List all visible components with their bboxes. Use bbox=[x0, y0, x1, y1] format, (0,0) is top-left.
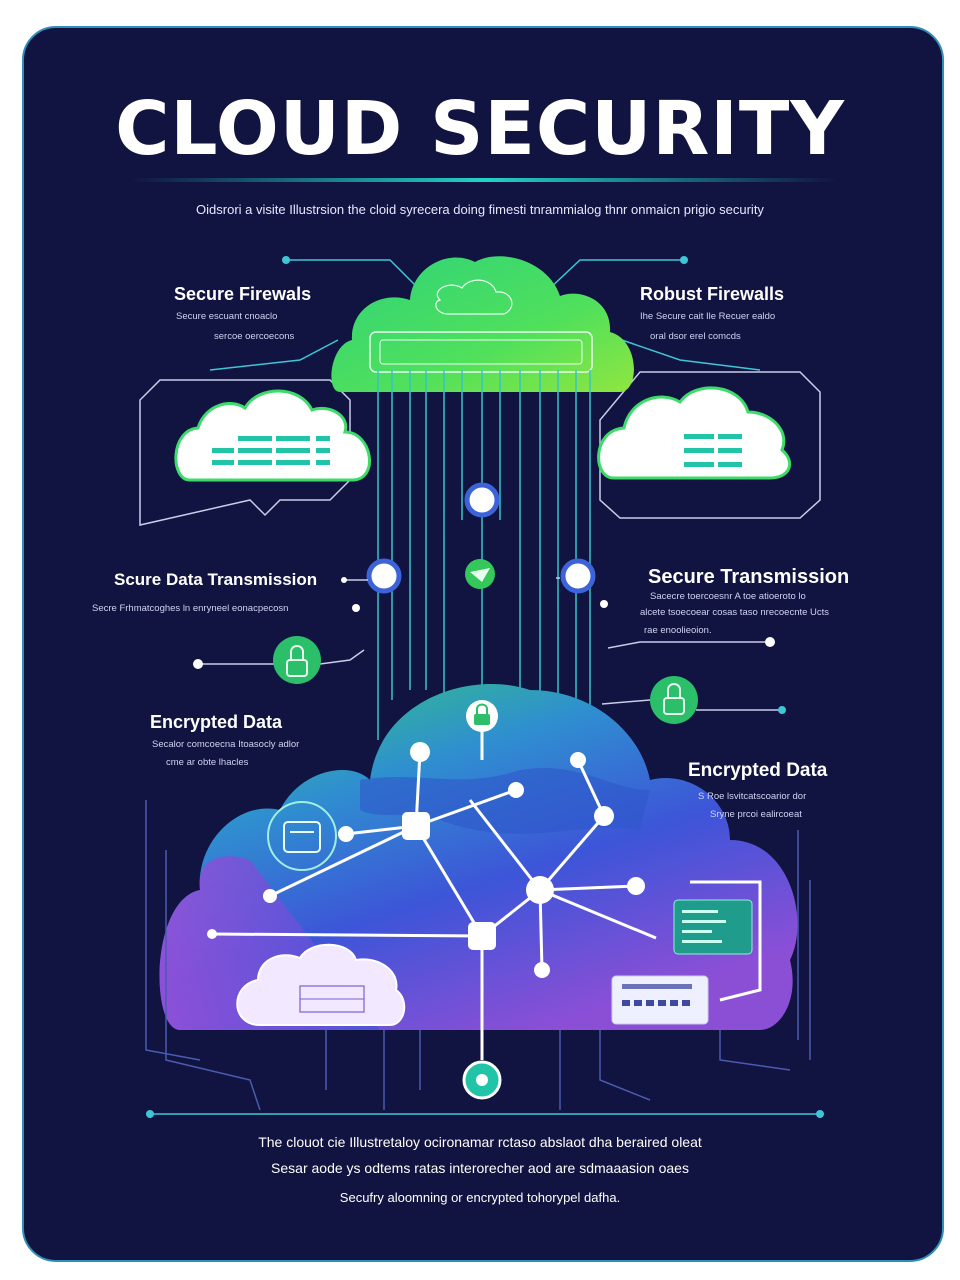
vertical-data-lines bbox=[377, 370, 591, 740]
connector-dot bbox=[680, 256, 688, 264]
label-secure-transmission: Secure Transmission bbox=[648, 566, 850, 588]
label-encrypted-data-left: Encrypted Data bbox=[150, 712, 283, 732]
right-bracket bbox=[690, 880, 762, 1002]
network-edges bbox=[211, 720, 657, 1060]
left-outline-frame bbox=[139, 379, 351, 526]
desc-secure-firewalls-1: Secure escuant cnoaclo bbox=[176, 311, 278, 322]
lock-icon bbox=[273, 636, 321, 684]
shield-icon bbox=[267, 801, 337, 871]
label-robust-firewalls: Robust Firewalls bbox=[640, 284, 785, 304]
network-node-icon bbox=[462, 1060, 502, 1100]
connector-dot bbox=[146, 1110, 154, 1118]
desc-encrypted-data-left-2: cme ar obte lhacles bbox=[166, 757, 249, 768]
connector-dot bbox=[816, 1110, 824, 1118]
desc-encrypted-data-left-1: Secalor comcoecna Itoasocly adlor bbox=[152, 739, 300, 750]
side-connectors bbox=[198, 577, 782, 711]
mid-nodes bbox=[366, 482, 596, 594]
desc-encrypted-data-right-2: Sryne prcoi ealircoeat bbox=[710, 809, 802, 820]
desc-secure-firewalls-2: sercoe oercoecons bbox=[214, 331, 295, 342]
footer-line-2: Sesar aode ys odtems ratas interorecher … bbox=[271, 1160, 689, 1176]
connector-dot bbox=[352, 604, 360, 612]
circuit-lines bbox=[145, 800, 811, 1111]
desc-secure-transmission-3: rae enoolieoion. bbox=[644, 625, 712, 636]
page-subtitle: Oidsrori a visite Illustrsion the cloid … bbox=[196, 202, 764, 217]
connector-dot bbox=[778, 706, 786, 714]
desc-robust-firewalls-2: oral dsor erel comcds bbox=[650, 331, 741, 342]
lock-icon bbox=[650, 676, 698, 724]
desc-secure-data-transmission-1: Secre Frhmatcoghes ln enryneel eonacpeco… bbox=[92, 603, 289, 614]
right-server-cloud bbox=[597, 386, 792, 480]
connector-dot bbox=[282, 256, 290, 264]
left-server-cloud bbox=[174, 389, 371, 482]
terminal-panel bbox=[673, 899, 753, 955]
connector-dot bbox=[600, 600, 608, 608]
connector-dot bbox=[765, 637, 775, 647]
desc-secure-transmission-2: alcete tsoecoear cosas taso nrecoecnte U… bbox=[640, 607, 830, 618]
connector-dot bbox=[341, 577, 347, 583]
network-node-icon bbox=[207, 742, 645, 978]
storage-cloud bbox=[236, 943, 406, 1026]
connector-dot bbox=[193, 659, 203, 669]
desc-robust-firewalls-1: Ihe Secure cait Ile Recuer ealdo bbox=[640, 311, 776, 322]
label-encrypted-data-right: Encrypted Data bbox=[688, 760, 828, 781]
footer-line-1: The clouot cie Illustretaloy ocironamar … bbox=[258, 1134, 702, 1150]
desc-encrypted-data-right-1: S Roe lsvitcatscoarior dor bbox=[698, 791, 807, 802]
top-connectors bbox=[209, 259, 761, 371]
label-secure-firewalls: Secure Firewals bbox=[174, 284, 312, 304]
page-title: CLOUD SECURITY bbox=[115, 86, 845, 172]
top-cloud bbox=[331, 256, 634, 392]
footer-line-3: Secufry aloomning or encrypted tohorypel… bbox=[339, 1190, 621, 1205]
lock-icon bbox=[466, 700, 498, 732]
title-divider bbox=[130, 178, 838, 182]
desc-secure-transmission-1: Sacecre toercoesnr A toe atioeroto lo bbox=[650, 591, 806, 602]
label-secure-data-transmission: Scure Data Transmission bbox=[114, 570, 318, 589]
server-panel bbox=[611, 975, 709, 1025]
